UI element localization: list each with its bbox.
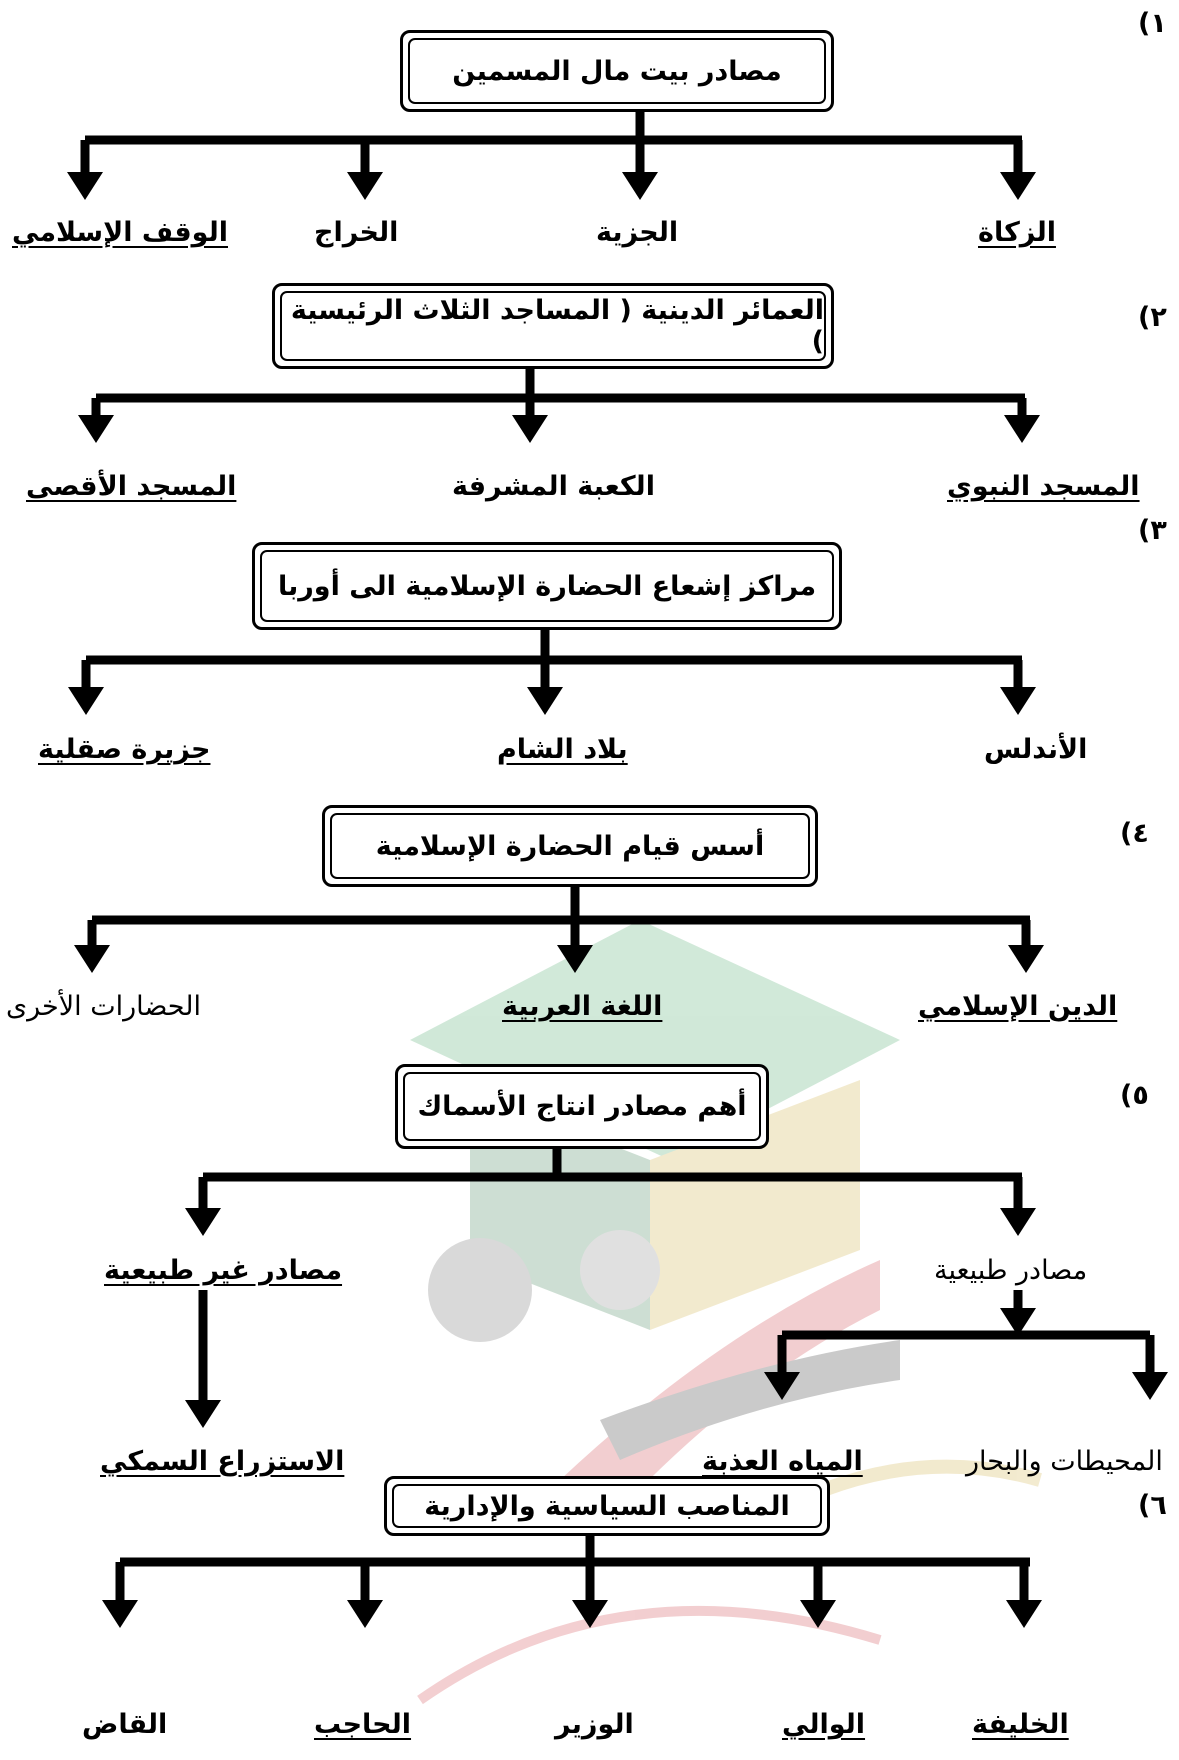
section-number-4: ٤) xyxy=(1120,818,1149,849)
diagram-6-title: المناصب السياسية والإدارية xyxy=(392,1484,822,1528)
diagram-1-title-box: مصادر بيت مال المسمين xyxy=(400,30,834,112)
diagram-4-connectors xyxy=(87,880,1031,945)
diagram-4-item: اللغة العربية xyxy=(502,991,663,1022)
diagram-4-title-box: أسس قيام الحضارة الإسلامية xyxy=(322,805,818,887)
diagram-1-arrowheads xyxy=(67,172,1036,200)
diagram-2-item: الكعبة المشرفة xyxy=(452,471,655,502)
diagram-3-item: جزيرة صقلية xyxy=(38,734,211,765)
diagram-5-connectors xyxy=(198,1142,1155,1400)
section-number-2: ٢) xyxy=(1138,302,1167,333)
diagram-6-item: الوالي xyxy=(782,1709,866,1740)
watermark-logo xyxy=(410,920,1042,1705)
diagram-2-connectors xyxy=(91,362,1027,415)
diagram-5-artificial-sub: الاستزراع السمكي xyxy=(100,1446,345,1477)
diagram-1-item: الزكاة xyxy=(978,217,1056,248)
diagram-2-item: المسجد النبوي xyxy=(947,471,1140,502)
section-number-5: ٥) xyxy=(1120,1080,1149,1111)
diagram-2-title: العمائر الدينية ( المساجد الثلاث الرئيسي… xyxy=(280,291,826,361)
diagram-6-connectors xyxy=(115,1528,1030,1600)
diagram-6-item: الخليفة xyxy=(972,1709,1069,1740)
diagram-6-item: القاض xyxy=(82,1709,168,1740)
diagram-3-item: بلاد الشام xyxy=(497,734,628,765)
diagram-5-natural: مصادر طبيعية xyxy=(934,1255,1088,1286)
diagram-4-item: الحضارات الأخرى xyxy=(6,991,201,1022)
diagram-5-title: أهم مصادر انتاج الأسماك xyxy=(403,1072,761,1141)
diagram-3-connectors xyxy=(81,623,1023,687)
diagram-5-natural-sub: المياه العذبة xyxy=(702,1446,863,1477)
diagram-1-item: الوقف الإسلامي xyxy=(12,217,228,248)
section-number-1: ١) xyxy=(1138,8,1167,39)
section-number-3: ٣) xyxy=(1138,515,1167,546)
diagram-1-connectors xyxy=(80,105,1023,172)
diagram-5-natural-sub: المحيطات والبحار xyxy=(966,1446,1163,1477)
diagram-6-item: الحاجب xyxy=(314,1709,412,1740)
diagram-1-item: الجزية xyxy=(596,217,679,248)
diagram-4-title: أسس قيام الحضارة الإسلامية xyxy=(330,813,810,879)
diagram-3-title-box: مراكز إشعاع الحضارة الإسلامية الى أوربا xyxy=(252,542,842,630)
diagram-2-title-box: العمائر الدينية ( المساجد الثلاث الرئيسي… xyxy=(272,283,834,369)
diagram-2-arrowheads xyxy=(78,415,1040,443)
diagram-2-item: المسجد الأقصى xyxy=(26,471,237,502)
diagram-5-artificial: مصادر غير طبيعية xyxy=(104,1255,343,1286)
diagram-6-title-box: المناصب السياسية والإدارية xyxy=(384,1476,830,1536)
diagram-1-title: مصادر بيت مال المسمين xyxy=(408,38,826,104)
diagram-6-item: الوزير xyxy=(555,1709,634,1740)
diagram-1-item: الخراج xyxy=(314,217,399,248)
diagram-3-title: مراكز إشعاع الحضارة الإسلامية الى أوربا xyxy=(260,550,834,622)
diagram-3-arrowheads xyxy=(68,687,1036,715)
diagram-3-item: الأندلس xyxy=(984,734,1088,765)
section-number-6: ٦) xyxy=(1138,1490,1167,1521)
diagram-4-item: الدين الإسلامي xyxy=(918,991,1118,1022)
diagram-5-title-box: أهم مصادر انتاج الأسماك xyxy=(395,1064,769,1149)
